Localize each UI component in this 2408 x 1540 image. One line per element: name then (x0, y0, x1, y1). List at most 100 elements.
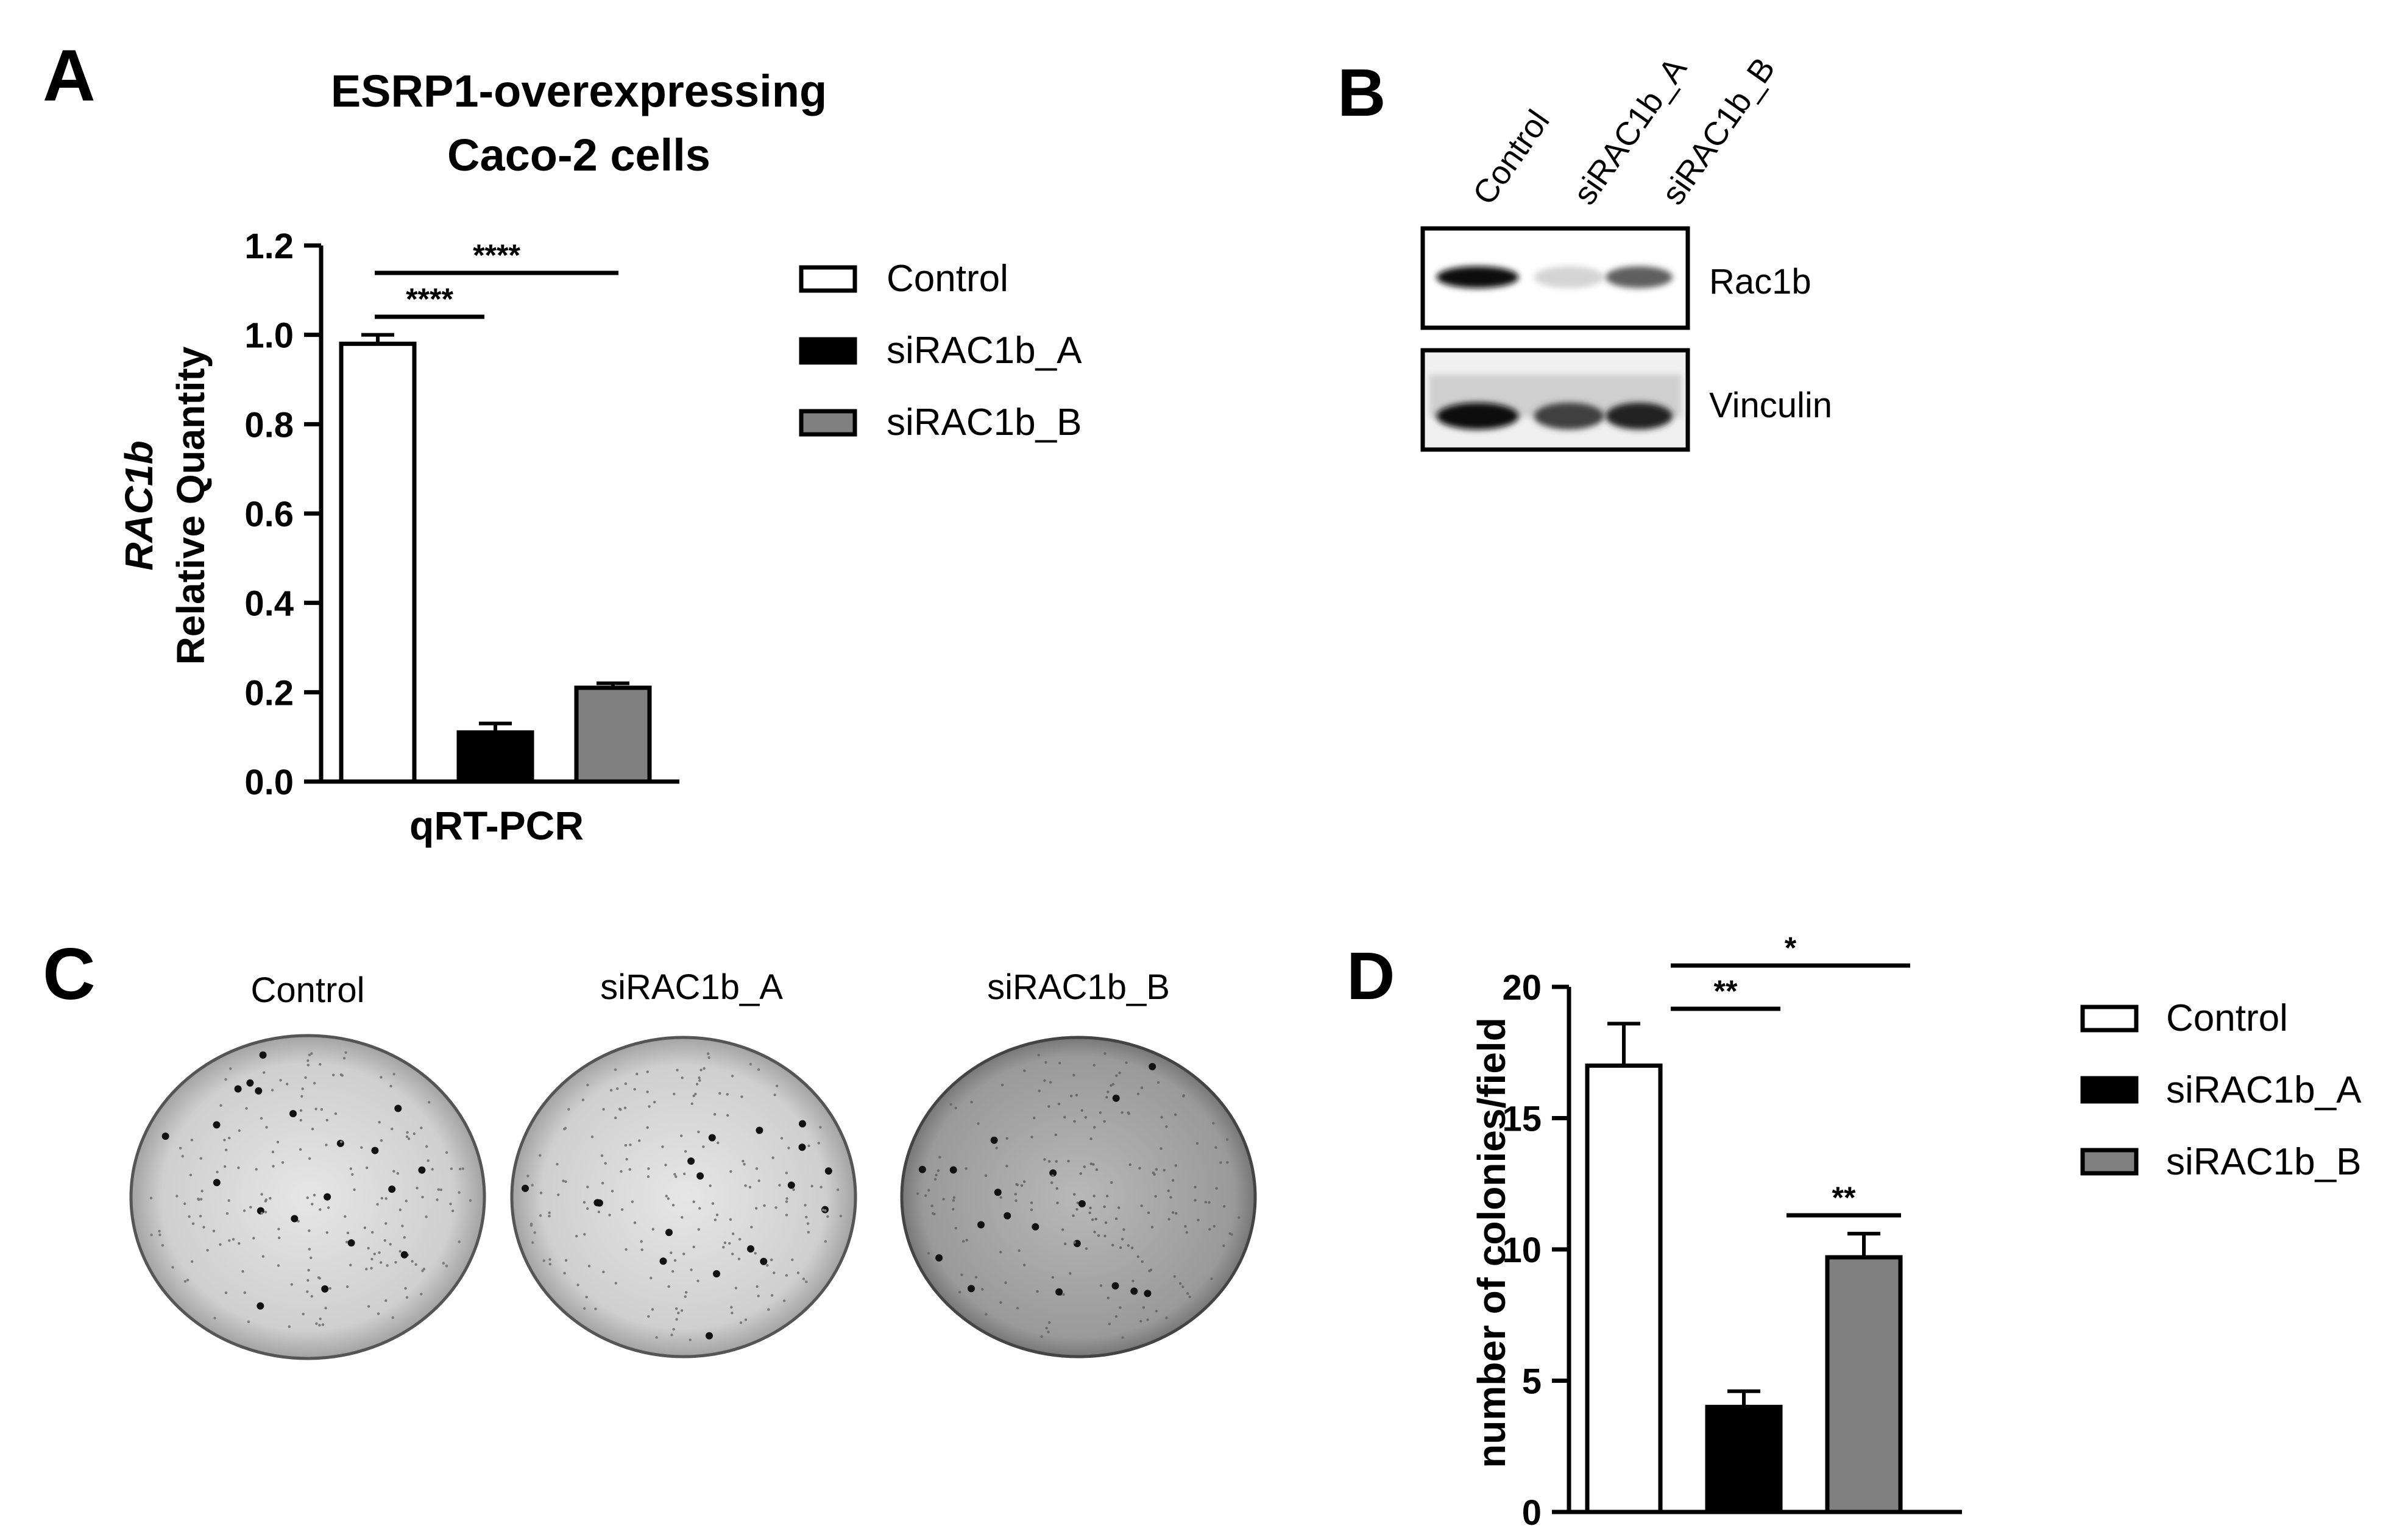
colony-speck (310, 1295, 313, 1298)
colony-speck (324, 1193, 331, 1201)
colony-speck (703, 1067, 706, 1070)
colony-speck (625, 1157, 628, 1161)
colony-speck (697, 1130, 700, 1134)
colony-speck (961, 1240, 965, 1243)
colony-speck (1073, 1241, 1076, 1244)
colony-speck (1072, 1073, 1075, 1077)
colony-speck (400, 1251, 408, 1259)
colony-speck (1169, 1196, 1172, 1199)
colony-speck (150, 1234, 153, 1237)
colony-speck (671, 1204, 675, 1207)
panel-letter-d: D (1347, 939, 1395, 1014)
colony-speck (729, 1170, 732, 1173)
colony-speck (1140, 1204, 1143, 1207)
colony-speck (713, 1113, 717, 1116)
colony-speck (200, 1198, 203, 1201)
colony-speck (458, 1191, 461, 1194)
colony-speck (1043, 1079, 1046, 1083)
colony-speck (977, 1221, 985, 1229)
well-label-sirac1b-a: siRAC1b_A (600, 967, 783, 1007)
colony-speck (411, 1260, 414, 1263)
colony-speck (696, 1279, 699, 1282)
colony-speck (995, 1146, 998, 1150)
colony-speck (614, 1116, 617, 1120)
colony-speck (1160, 1147, 1163, 1150)
blot-band (1606, 266, 1673, 288)
colony-speck (680, 1309, 684, 1312)
colony-speck (977, 1122, 980, 1125)
colony-speck (1146, 1318, 1149, 1321)
colony-speck (376, 1203, 379, 1206)
colony-speck (819, 1126, 822, 1129)
colony-speck (418, 1166, 426, 1174)
colony-speck (310, 1052, 313, 1055)
colony-speck (191, 1260, 194, 1263)
colony-speck (602, 1270, 605, 1274)
y-tick-label: 1.0 (244, 316, 294, 356)
colony-speck (425, 1215, 428, 1218)
colony-speck (261, 1255, 265, 1258)
colony-speck (728, 1242, 731, 1245)
colony-speck (1111, 1243, 1114, 1247)
colony-speck (1112, 1094, 1120, 1102)
chart-a-title-line2: Caco-2 cells (447, 130, 710, 180)
colony-speck (742, 1159, 745, 1163)
colony-speck (380, 1076, 383, 1079)
colony-speck (1004, 1281, 1007, 1284)
colony-speck (1049, 1081, 1052, 1084)
colony-speck (683, 1172, 686, 1176)
blot-lane-label-control: Control (1466, 104, 1557, 211)
colony-speck (744, 1184, 747, 1187)
colony-speck (548, 1263, 551, 1266)
colony-speck (327, 1206, 330, 1209)
colony-speck (802, 1277, 806, 1280)
colony-speck (737, 1257, 741, 1260)
chart-d-ylabel: number of colonies/field (1470, 1017, 1514, 1468)
colony-speck (999, 1196, 1002, 1199)
colony-speck (175, 1195, 179, 1198)
colony-speck (799, 1120, 806, 1128)
colony-speck (1051, 1276, 1055, 1279)
colony-speck (183, 1280, 187, 1283)
colony-speck (1058, 1061, 1061, 1065)
legend-d-swatch-sirac1b-b (2080, 1148, 2139, 1176)
colony-speck (562, 1179, 565, 1182)
y-tick-label: 0.6 (244, 495, 294, 534)
colony-speck (1185, 1231, 1189, 1234)
colony-speck (756, 1126, 763, 1134)
colony-speck (754, 1207, 758, 1210)
colony-speck (810, 1184, 813, 1188)
colony-speck (353, 1188, 356, 1192)
colony-speck (1064, 1242, 1067, 1246)
colony-speck (269, 1196, 272, 1200)
well-sirac1b-a (510, 1036, 857, 1358)
colony-speck (1119, 1246, 1122, 1249)
colony-speck (238, 1129, 241, 1132)
colony-speck (616, 1087, 619, 1090)
colony-speck (311, 1203, 314, 1206)
significance-label: ** (1714, 974, 1738, 1008)
colony-speck (667, 1197, 670, 1200)
colony-speck (181, 1154, 184, 1158)
colony-speck (743, 1163, 746, 1166)
colony-speck (1139, 1319, 1142, 1323)
colony-speck (1092, 1126, 1096, 1129)
colony-speck (1155, 1168, 1158, 1171)
colony-speck (935, 1254, 943, 1262)
colony-speck (787, 1181, 795, 1189)
colony-speck (1073, 1120, 1076, 1123)
colony-speck (734, 1287, 738, 1290)
colony-speck (229, 1067, 232, 1070)
legend-a: Control siRAC1b_A siRAC1b_B (799, 258, 1082, 443)
blot-label-rac1b: Rac1b (1709, 262, 1811, 302)
blot-band (1534, 266, 1604, 288)
colony-speck (407, 1137, 411, 1140)
colony-speck (1038, 1089, 1041, 1092)
colony-speck (935, 1173, 938, 1177)
colony-speck (234, 1085, 242, 1093)
colony-speck (1055, 1288, 1063, 1296)
chart-a-xlabel: qRT-PCR (409, 803, 584, 848)
colony-speck (1055, 1187, 1058, 1190)
colony-speck (820, 1185, 823, 1189)
colony-speck (817, 1142, 821, 1145)
